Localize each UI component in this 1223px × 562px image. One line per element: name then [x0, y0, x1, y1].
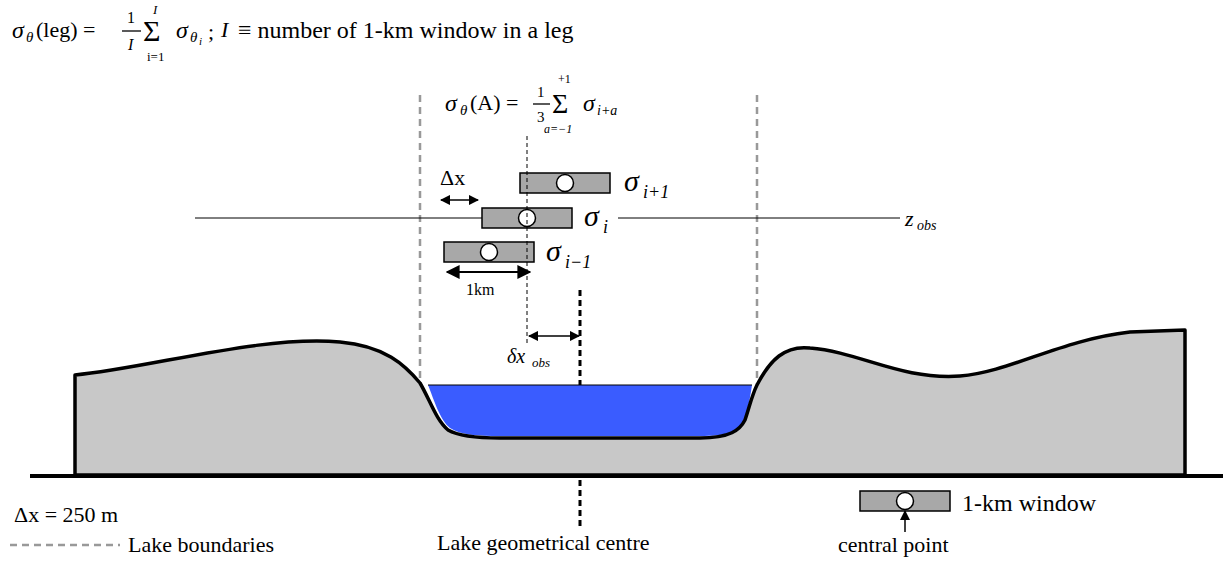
lake-boundary — [756, 95, 759, 385]
label: Lake geometrical centre — [437, 532, 650, 554]
label: Δx — [440, 167, 465, 189]
label: Σ — [143, 16, 160, 46]
label: 1 — [537, 85, 545, 100]
label: i — [199, 36, 202, 47]
label: z — [905, 208, 914, 230]
label: i+a — [597, 104, 617, 118]
central-point — [481, 244, 498, 261]
ground-line — [30, 474, 1223, 478]
dimension-arrow — [441, 199, 478, 201]
label: σ — [583, 91, 595, 115]
label: θ — [26, 30, 33, 45]
label: σ — [624, 166, 639, 196]
window — [482, 208, 572, 228]
window-centre-line — [527, 136, 528, 343]
lake-surface — [428, 385, 752, 386]
label: (leg) = — [36, 19, 95, 41]
label: Σ — [552, 90, 568, 118]
window — [444, 242, 534, 262]
label: 1 — [127, 10, 135, 26]
label: +1 — [558, 73, 571, 85]
legend-text: Lake boundaries — [128, 534, 274, 556]
dimension-arrow — [447, 271, 530, 273]
label: obs — [917, 219, 936, 233]
pointer-arrow — [904, 511, 906, 532]
label: obs — [532, 356, 550, 369]
terrain — [75, 330, 1185, 475]
label: σ — [584, 201, 599, 231]
label: I — [128, 37, 133, 53]
label: 1-km window — [962, 491, 1096, 515]
label: a=−1 — [544, 123, 572, 135]
label: I — [221, 19, 228, 41]
label: I — [153, 3, 157, 16]
central-point — [897, 493, 914, 510]
window — [860, 491, 950, 511]
label: δx — [507, 346, 525, 366]
legend-sample — [10, 544, 120, 547]
zobs-line — [618, 218, 900, 219]
zobs-line — [195, 218, 482, 219]
label: θ — [460, 103, 467, 118]
label: 1km — [466, 282, 494, 298]
fraction-bar — [122, 30, 141, 31]
label: ≡ number of 1-km window in a leg — [238, 18, 573, 42]
window — [520, 173, 610, 193]
label: Δx = 250 m — [14, 504, 118, 526]
label: σ — [445, 91, 457, 115]
label: i+1 — [643, 183, 669, 201]
label: i — [603, 218, 608, 236]
label: i−1 — [565, 253, 591, 271]
central-point — [557, 175, 574, 192]
label: σ — [546, 236, 561, 266]
label: σ — [12, 18, 24, 42]
label: i=1 — [147, 50, 164, 63]
label: 3 — [537, 110, 545, 125]
fraction-bar — [533, 103, 550, 104]
label: θ — [190, 30, 197, 45]
label: central point — [838, 534, 949, 556]
lake-boundary — [419, 95, 422, 385]
label: ; — [208, 21, 214, 43]
label: (A) = — [470, 92, 518, 114]
dimension-arrow — [529, 335, 579, 337]
label: σ — [176, 18, 188, 42]
lake — [428, 385, 752, 436]
